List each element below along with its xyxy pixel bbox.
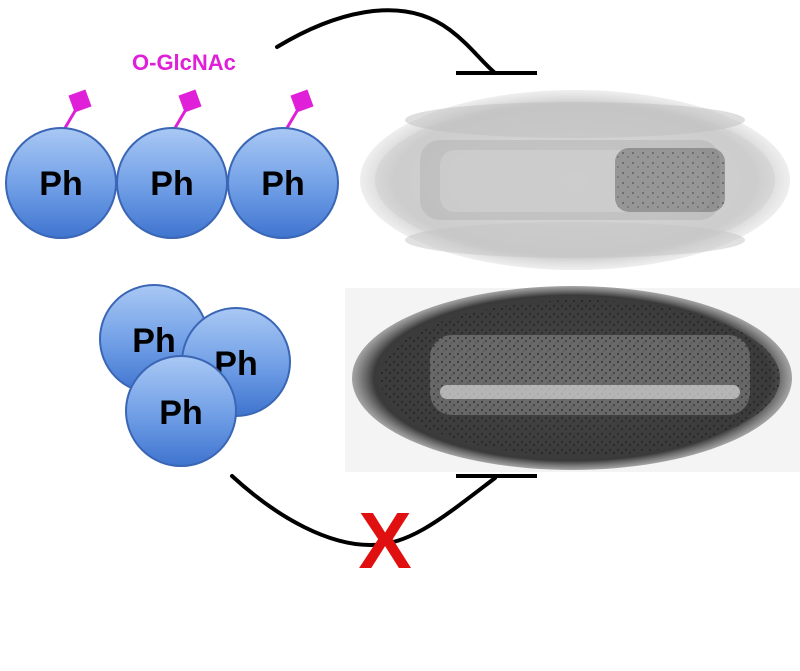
ph-label: Ph xyxy=(39,165,82,203)
ph-label: Ph xyxy=(261,165,304,203)
ph-label: Ph xyxy=(159,394,202,432)
ph-label: Ph xyxy=(132,322,175,360)
glcnac-square-icon xyxy=(178,89,202,113)
ph-protein-modified-1: Ph xyxy=(5,89,117,239)
ph-protein-modified-3: Ph xyxy=(227,89,339,239)
top-inhibition-arrow xyxy=(275,8,537,75)
blocked-x-mark: X xyxy=(358,496,411,585)
bottom-inhibition-curve xyxy=(230,474,497,548)
glcnac-square-icon xyxy=(290,89,314,113)
bottom-inhibition-arrow xyxy=(230,474,537,548)
embryo-image-wildtype xyxy=(360,90,790,270)
aggregated-ph-cluster: Ph Ph Ph xyxy=(99,284,291,467)
glcnac-square-icon xyxy=(68,89,92,113)
modified-ph-chain: Ph Ph Ph xyxy=(5,89,339,239)
ph-protein-modified-2: Ph xyxy=(116,89,228,239)
o-glcnac-label: O-GlcNAc xyxy=(132,50,236,75)
ph-protein-aggregated-3: Ph xyxy=(125,355,237,467)
top-inhibition-curve xyxy=(275,8,497,75)
ph-label: Ph xyxy=(150,165,193,203)
embryo-image-mutant xyxy=(345,286,800,472)
